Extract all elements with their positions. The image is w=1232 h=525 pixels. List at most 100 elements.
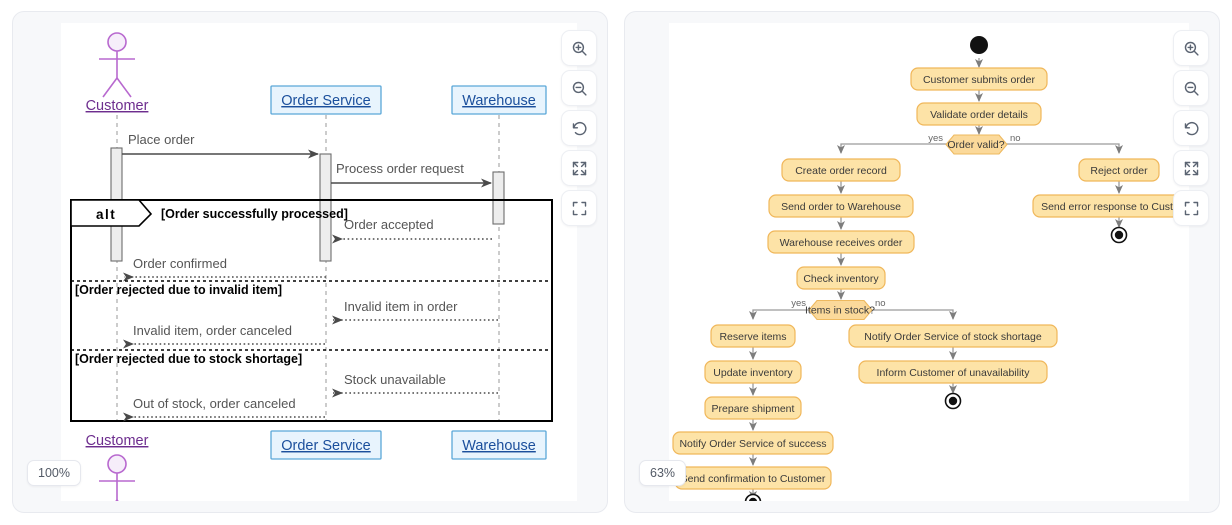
action-node-label: Send order to Warehouse [781,201,901,213]
participant-box-rect [270,85,382,115]
activity-end-node-success[interactable] [744,493,762,502]
sequence-diagram-toolbar [561,30,597,226]
zoom-in-button[interactable] [561,30,597,66]
participant-box-warehouse-top[interactable]: Warehouse [451,85,547,115]
sequence-zoom-level-badge[interactable]: 100% [27,460,81,486]
message-invalid-item-in-order[interactable]: Invalid item in order [332,299,498,325]
sequence-diagram-panel: Customer Order Service Warehouse [12,11,608,513]
activity-node-update-inventory[interactable]: Update inventory [704,360,802,384]
activity-node-send-error-response-to-customer[interactable]: Send error response to Customer [1032,194,1189,218]
activity-zoom-level-badge[interactable]: 63% [639,460,687,486]
branch-label-no: no [1010,133,1021,144]
fullscreen-button[interactable] [561,190,597,226]
activation-warehouse [492,171,505,225]
message-order-accepted[interactable]: Order accepted [332,217,492,244]
reset-view-button[interactable] [561,110,597,146]
actor-head-icon [107,32,127,52]
message-process-order-request[interactable]: Process order request [331,161,492,188]
branch-label-yes: yes [791,298,806,309]
action-node-rect [704,396,802,420]
action-node-rect [910,67,1048,91]
message-label: Place order [128,132,195,147]
fullscreen-icon [572,201,586,215]
activity-node-send-confirmation-to-customer[interactable]: Send confirmation to Customer [674,466,832,490]
message-label: Invalid item, order canceled [133,323,292,338]
message-stock-unavailable[interactable]: Stock unavailable [332,372,498,398]
alt-guard-1: [Order successfully processed] [161,207,348,221]
activity-node-check-inventory[interactable]: Check inventory [796,266,886,290]
message-label: Invalid item in order [344,299,458,314]
activity-start-node[interactable] [970,36,988,54]
activity-node-reserve-items[interactable]: Reserve items [710,324,796,348]
participant-actor-customer-bottom[interactable]: Customer [86,433,149,501]
message-label: Order confirmed [133,256,227,271]
activity-node-send-order-to-warehouse[interactable]: Send order to Warehouse [768,194,914,218]
fullscreen-button[interactable] [1173,190,1209,226]
message-label: Order accepted [344,217,434,232]
zoom-in-button[interactable] [1173,30,1209,66]
message-out-of-stock-order-canceled[interactable]: Out of stock, order canceled [123,396,325,422]
flow-d2-yes [749,309,817,320]
flow-d1-yes [837,143,954,154]
message-place-order[interactable]: Place order [122,132,319,159]
participant-label-warehouse-bottom: Warehouse [462,438,536,454]
action-node-label: Create order record [795,165,887,177]
message-invalid-item-order-canceled[interactable]: Invalid item, order canceled [123,323,325,349]
fit-screen-button[interactable] [561,150,597,186]
activity-node-validate-order-details[interactable]: Validate order details [916,102,1042,126]
actor-head-icon [107,454,127,474]
zoom-in-icon [1184,41,1199,56]
end-node-core [1114,230,1124,240]
activity-node-warehouse-receives-order[interactable]: Warehouse receives order [767,230,915,254]
actor-leg-left-icon [115,499,118,501]
action-node-rect [767,230,915,254]
zoom-in-icon [572,41,587,56]
action-node-rect [710,324,796,348]
action-node-rect [916,102,1042,126]
message-label: Stock unavailable [344,372,446,387]
action-node-label: Prepare shipment [712,403,795,415]
zoom-out-button[interactable] [1173,70,1209,106]
message-order-confirmed[interactable]: Order confirmed [123,256,326,282]
alt-guard-3: [Order rejected due to stock shortage] [75,352,302,366]
activity-node-prepare-shipment[interactable]: Prepare shipment [704,396,802,420]
participant-box-order-service-top[interactable]: Order Service [270,85,382,115]
activity-node-create-order-record[interactable]: Create order record [781,158,901,182]
activity-node-reject-order[interactable]: Reject order [1078,158,1160,182]
sequence-diagram-svg: Customer Order Service Warehouse [70,32,553,501]
action-node-rect [781,158,901,182]
branch-label-no: no [875,298,886,309]
action-node-label: Warehouse receives order [780,237,903,249]
participant-box-order-service-bottom[interactable]: Order Service [270,430,382,460]
zoom-out-icon [572,81,587,96]
reset-view-button[interactable] [1173,110,1209,146]
action-node-label: Send confirmation to Customer [681,473,826,485]
activity-node-notify-order-service-of-success[interactable]: Notify Order Service of success [672,431,834,455]
flow-d1-no [1005,143,1123,154]
activity-end-node-unavailable[interactable] [944,392,962,410]
message-label: Out of stock, order canceled [133,396,296,411]
zoom-out-button[interactable] [561,70,597,106]
participant-label-customer-bottom: Customer [86,433,149,449]
action-node-label: Customer submits order [923,74,1036,86]
activity-node-notify-order-service-of-stock-shortage[interactable]: Notify Order Service of stock shortage [848,324,1058,348]
end-node-ring [744,493,762,501]
participant-box-warehouse-bottom[interactable]: Warehouse [451,430,547,460]
activity-decision-order-valid[interactable]: Order valid? yes no [928,133,1021,155]
action-node-rect [704,360,802,384]
activity-node-inform-customer-of-unavailability[interactable]: Inform Customer of unavailability [858,360,1048,384]
action-node-rect [768,194,914,218]
activity-diagram-canvas[interactable]: Customer submits order Validate order de… [669,23,1189,501]
activity-decision-items-in-stock[interactable]: Items in stock? yes no [791,298,886,321]
activity-node-customer-submits-order[interactable]: Customer submits order [910,67,1048,91]
activity-end-node-rejected[interactable] [1110,226,1128,244]
fit-screen-button[interactable] [1173,150,1209,186]
sequence-diagram-canvas[interactable]: Customer Order Service Warehouse [61,23,577,501]
participant-actor-customer-top[interactable]: Customer [86,32,149,114]
decision-node-shape [808,299,873,321]
end-node-core [948,396,958,406]
participant-label-order-service-bottom: Order Service [281,438,370,454]
action-node-label: Send error response to Customer [1041,201,1189,213]
decision-node-label: Items in stock? [805,305,875,317]
action-node-label: Inform Customer of unavailability [877,367,1031,379]
